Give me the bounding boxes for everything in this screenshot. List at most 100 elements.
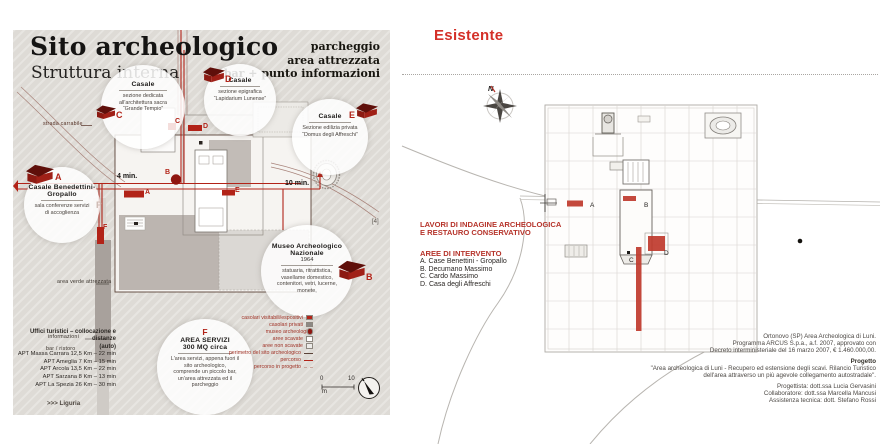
tourist-office-item: APT Sarzana 8 Km – 13 min (42, 374, 116, 380)
callout-casale-e: Casale Sezione edilizia privata “Domus d… (292, 99, 368, 175)
map-marker-c: C (175, 118, 181, 125)
legend-row: percorso (191, 357, 313, 364)
legend-swatch (304, 366, 313, 368)
services-note: parcheggio area attrezzata bar + punto i… (224, 40, 380, 81)
credit-person: Progettista: dott.ssa Lucia Gervasini (776, 383, 876, 390)
tourist-offices-block: Uffici turistici – collocazione e distan… (13, 329, 116, 389)
intervention-item: B. Decumano Massimo (420, 265, 493, 273)
plan-marker-c: C (629, 257, 634, 264)
tourist-office-item: APT La Spezia 26 Km – 30 min (35, 381, 116, 388)
map-marker-e: E (235, 187, 240, 194)
legend-swatch (304, 352, 313, 354)
callout-desc: statuaria, ritrattistica, vasellame dome… (276, 268, 338, 294)
callout-subtitle: 300 MQ circa (182, 344, 228, 351)
house-icon (26, 163, 54, 185)
divider (119, 90, 167, 91)
tourist-office-item: APT Massa Carrara 12,5 Km – 22 min (17, 351, 116, 358)
label-strada-carrabile: strada carrabile (43, 121, 83, 127)
tourist-offices-heading-suffix: (auto) (99, 343, 116, 350)
plan-marker-a: A (590, 202, 595, 209)
intervention-item: C. Cardo Massimo (420, 273, 478, 281)
house-icon (356, 102, 378, 119)
callout-letter-a: A (55, 172, 62, 182)
legend-row: casolari visitabili/espositivi (191, 314, 313, 321)
divider (219, 86, 261, 87)
callout-letter-f: F (202, 327, 208, 337)
label-area-verde: area verde attrezzata (57, 279, 112, 285)
divider (281, 265, 333, 266)
legend-swatch (306, 314, 313, 321)
tourist-office-item: APT Arcola 13,5 Km – 22 min (40, 366, 116, 373)
callout-letter-d: D (225, 74, 232, 84)
credit-person: Assistenza tecnica: dott. Stefano Rossi (769, 397, 876, 404)
legend-label: museo archeologico (265, 328, 313, 335)
interventions-heading: AREE DI INTERVENTO (420, 249, 502, 258)
map-marker-a: A (145, 189, 151, 196)
callout-area-servizi: F AREA SERVIZI 300 MQ circa L'area servi… (157, 319, 253, 415)
callout-letter-c: C (116, 110, 123, 120)
callout-desc: Sezione edilizia privata “Domus degli Af… (302, 125, 358, 138)
credits-line: Programma ARCUS S.p.a., a.f. 2007, appro… (732, 340, 876, 347)
callout-desc: sezione epigrafica “Lapidarium Lunense” (213, 89, 267, 102)
credits-line: Decreto interministeriale del 16 marzo 2… (709, 347, 876, 354)
callout-museo: Museo Archeologico Nazionale 1964 statua… (261, 225, 353, 317)
map-legend: casolari visitabili/espositivi casolari … (191, 314, 313, 371)
callout-desc: L'area servizi, appena fuori il sito arc… (170, 356, 240, 389)
works-heading-line2: E RESTAURO CONSERVATIVO (420, 228, 531, 237)
divider (308, 122, 352, 123)
figure-reference: [4] (372, 219, 379, 225)
map-marker-f: F (103, 224, 108, 231)
scale-unit: m (322, 389, 327, 395)
scale-start: 0 (320, 376, 324, 382)
map-marker-parking: P (96, 200, 103, 210)
legend-row: perimetro del sito archeologico (191, 349, 313, 356)
legend-row: percorso in progetto (191, 364, 313, 371)
callout-title: AREA SERVIZI (180, 337, 230, 344)
compass-north-label: N (488, 84, 494, 93)
callout-casale-c: Casale sezione dedicata all'architettura… (101, 65, 185, 149)
callout-letter-e: E (349, 110, 356, 120)
callout-title: Casale Benedettini-Gropallo (28, 184, 96, 198)
legend-label: percorso (280, 357, 301, 364)
services-note-line: parcheggio (310, 40, 380, 53)
legend-row: museo archeologico (191, 328, 313, 335)
map-marker-b: B (165, 169, 171, 176)
interventions-list: A. Case Benettini - Gropallo B. Decumano… (420, 258, 507, 289)
right-panel-title: Esistente (434, 27, 504, 44)
credits-line: Ortonovo (SP) Area Archeologica di Luni. (763, 333, 876, 340)
house-icon (338, 259, 366, 281)
services-note-line: area attrezzata (287, 53, 380, 67)
project-line: dell'area attraverso un più agevole coll… (703, 372, 876, 379)
legend-label: aree scavate (272, 335, 303, 342)
divider (178, 353, 232, 354)
project-line: "Area archeologica di Luni - Recupero ed… (650, 365, 876, 372)
works-heading-line1: LAVORI DI INDAGINE ARCHEOLOGICA (420, 220, 562, 229)
map-marker-d: D (203, 123, 209, 130)
house-icon (203, 66, 225, 83)
label-walk-time-10min: 10 min. (285, 180, 310, 187)
plan-marker-b: B (644, 202, 649, 209)
legend-label: aree non scavate (262, 342, 303, 349)
label-walk-time-4min: 4 min. (117, 173, 138, 180)
credits-block: Ortonovo (SP) Area Archeologica di Luni.… (576, 333, 876, 404)
callout-title: Casale (131, 81, 155, 88)
project-label: Progetto (850, 358, 876, 365)
legend-row: aree scavate (191, 335, 313, 342)
house-icon (96, 104, 116, 120)
legend-swatch (304, 359, 313, 361)
legend-row: casolari privati (191, 321, 313, 328)
plan-marker-d: D (664, 250, 669, 257)
legend-swatch (306, 343, 313, 349)
label-bar-ristoro: bar / ristoro (46, 346, 76, 352)
legend-label: casolari privati (269, 321, 303, 328)
existing-site-plan-drawing (401, 85, 880, 444)
left-panel-sito-archeologico: Sito archeologico Struttura interna parc… (13, 30, 390, 415)
label-informazioni: informazioni (48, 334, 79, 340)
callout-title: Museo Archeologico Nazionale (271, 243, 343, 257)
page-title: Sito archeologico (30, 32, 279, 61)
legend-label: casolari visitabili/espositivi (241, 314, 303, 321)
region-link-liguria: >>> Liguria (47, 400, 81, 407)
callout-title: Casale (318, 113, 342, 120)
legend-row: aree non scavate (191, 342, 313, 349)
